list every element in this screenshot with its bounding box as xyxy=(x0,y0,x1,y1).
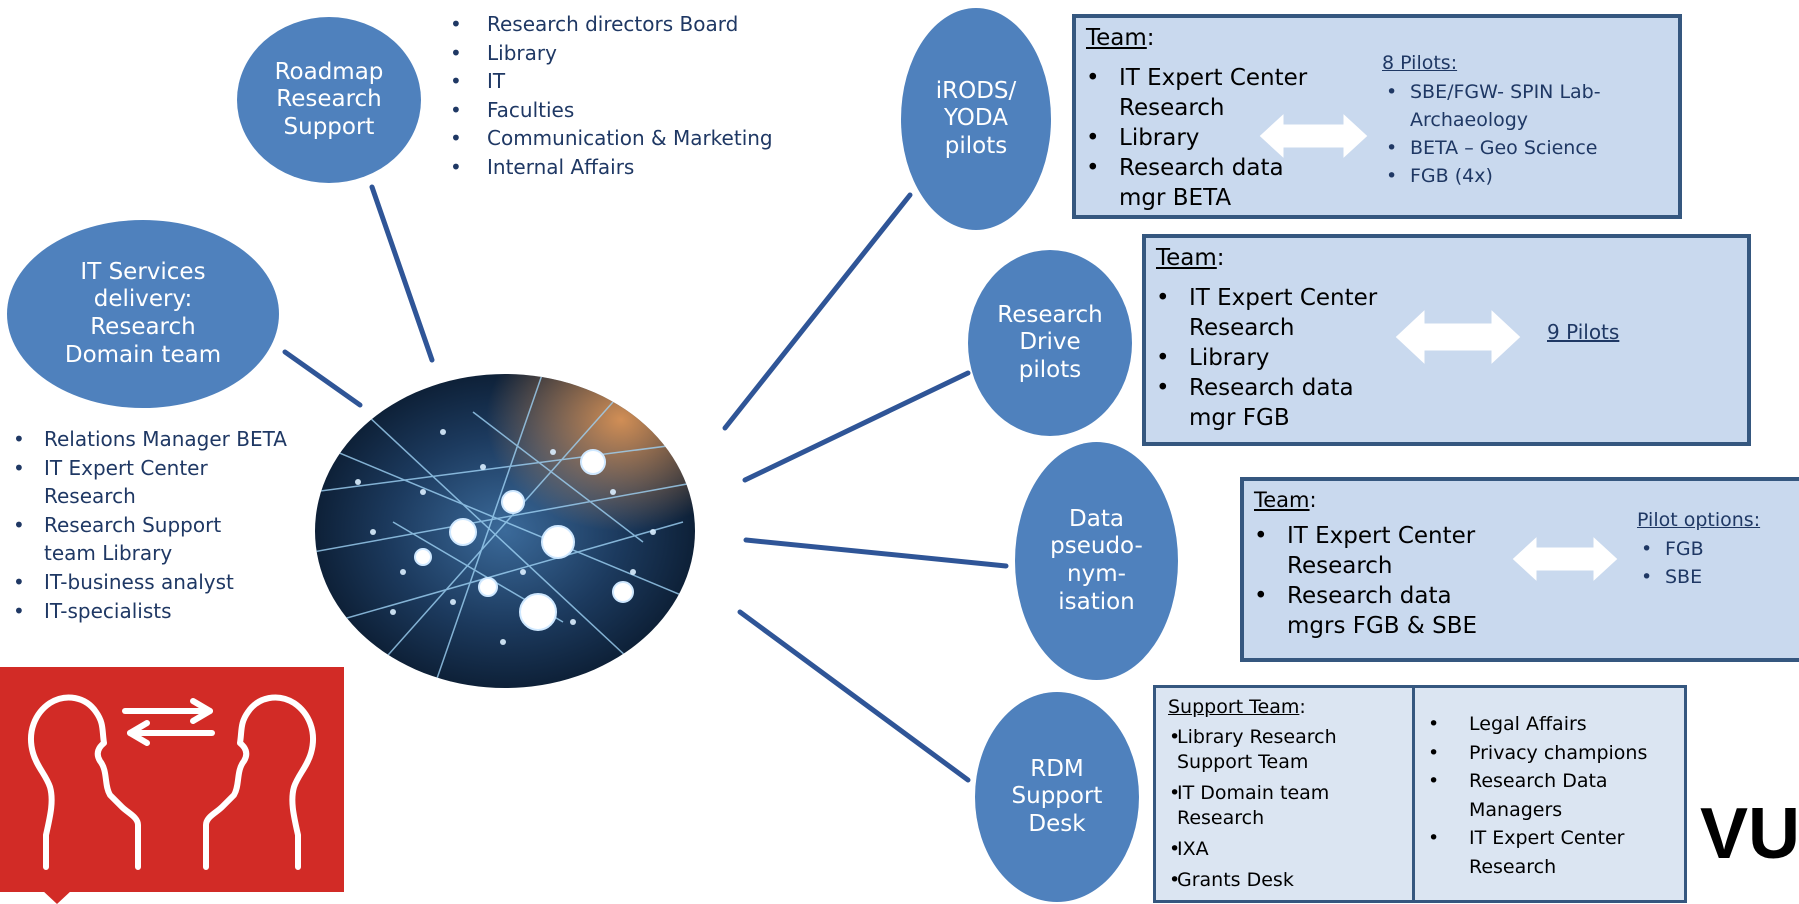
list-item: IT xyxy=(447,67,773,96)
list-item: BETA – Geo Science xyxy=(1382,134,1652,162)
pilots-heading: 8 Pilots: xyxy=(1382,52,1458,74)
list-item: Research data mgrs FGB & SBE xyxy=(1249,581,1504,641)
pseudo-team-list: IT Expert Center Research Research data … xyxy=(1249,521,1504,641)
irods-label: iRODS/ YODA pilots xyxy=(935,77,1017,159)
list-item: Internal Affairs xyxy=(447,153,773,182)
team-title: Team: xyxy=(1086,25,1155,51)
research-drive-team-box: Team: IT Expert Center Research Library … xyxy=(1142,234,1751,446)
roadmap-list: Research directors Board Library IT Facu… xyxy=(447,10,773,182)
list-item: Research Data Managers xyxy=(1423,767,1673,824)
it-services-label: IT Services delivery: Research Domain te… xyxy=(64,258,222,368)
irods-pilot-list: SBE/FGW- SPIN Lab-Archaeology BETA – Geo… xyxy=(1382,78,1652,190)
list-item: Research data mgr FGB xyxy=(1151,373,1406,433)
connector-it-services xyxy=(282,349,363,408)
list-item: Research directors Board xyxy=(447,10,773,39)
data-pseudonymisation-node: Data pseudo- nym- isation xyxy=(1015,442,1178,680)
two-heads-exchange-icon xyxy=(28,694,316,870)
list-item: Faculties xyxy=(447,96,773,125)
pseudonym-team-box: Team: IT Expert Center Research Research… xyxy=(1240,477,1799,662)
team-title: Team: xyxy=(1254,488,1317,512)
connector-roadmap xyxy=(369,184,435,363)
list-item: Library xyxy=(1081,123,1336,153)
team-title-text: Team xyxy=(1254,488,1310,512)
list-item: SBE/FGW- SPIN Lab-Archaeology xyxy=(1382,78,1652,134)
research-drive-label: Research Drive pilots xyxy=(997,301,1103,383)
research-drive-node: Research Drive pilots xyxy=(968,250,1132,436)
tile-pointer xyxy=(42,890,72,904)
team-title-text: Support Team xyxy=(1168,696,1300,718)
exchange-heads-tile xyxy=(0,667,344,892)
rdm-team-list: Library Research Support Team IT Domain … xyxy=(1164,725,1404,893)
list-item: IT Expert Center Research xyxy=(1081,63,1336,123)
rdm-label: RDM Support Desk xyxy=(1011,755,1103,837)
list-item: Communication & Marketing xyxy=(447,124,773,153)
irods-yoda-node: iRODS/ YODA pilots xyxy=(901,8,1051,230)
irods-team-box: Team: IT Expert Center Research Library … xyxy=(1072,14,1682,219)
list-item: Library xyxy=(447,39,773,68)
list-item: IT Expert Center Research xyxy=(1249,521,1504,581)
list-item: IT Domain team Research xyxy=(1164,781,1404,831)
connector-irods xyxy=(722,192,913,431)
double-arrow-icon xyxy=(1258,111,1369,161)
pseudonym-label: Data pseudo- nym- isation xyxy=(1050,505,1143,615)
pseudo-pilot-list: FGB SBE xyxy=(1637,535,1777,591)
roadmap-research-support-node: Roadmap Research Support xyxy=(237,17,421,183)
drive-team-list: IT Expert Center Research Library Resear… xyxy=(1151,283,1406,433)
list-item: SBE xyxy=(1637,563,1777,591)
team-title: Team: xyxy=(1156,245,1225,271)
list-item: IT Expert Center Research xyxy=(1151,283,1406,343)
list-item: Research data mgr BETA xyxy=(1081,153,1336,213)
vu-logo: VU xyxy=(1700,794,1799,874)
it-services-list: Relations Manager BETA IT Expert Center … xyxy=(10,425,300,625)
connector-drive xyxy=(742,370,971,483)
rdm-contacts-list: Legal Affairs Privacy champions Research… xyxy=(1423,710,1673,882)
list-item: Grants Desk xyxy=(1164,868,1404,893)
pilots-heading: Pilot options: xyxy=(1637,509,1761,531)
team-title-text: Team xyxy=(1086,25,1147,51)
connector-pseudonym xyxy=(743,537,1009,569)
team-title-text: Team xyxy=(1156,245,1217,271)
connector-rdm xyxy=(737,609,971,783)
list-item: IT-business analyst xyxy=(10,568,300,597)
list-item: IT Expert Center Research xyxy=(10,454,300,511)
list-item: FGB xyxy=(1637,535,1777,563)
double-arrow-icon xyxy=(1511,534,1619,584)
pilots-heading: 9 Pilots xyxy=(1547,320,1620,344)
network-globe-image xyxy=(315,374,695,688)
list-item: IT-specialists xyxy=(10,597,300,626)
rdm-support-team-box: Support Team: Library Research Support T… xyxy=(1153,685,1415,903)
list-item: Library Research Support Team xyxy=(1164,725,1404,775)
team-title: Support Team: xyxy=(1168,696,1306,718)
list-item: FGB (4x) xyxy=(1382,162,1652,190)
list-item: IT Expert Center Research xyxy=(1423,824,1673,881)
list-item: Library xyxy=(1151,343,1406,373)
irods-team-list: IT Expert Center Research Library Resear… xyxy=(1081,63,1336,213)
rdm-support-desk-node: RDM Support Desk xyxy=(975,692,1139,902)
roadmap-label: Roadmap Research Support xyxy=(274,58,384,140)
double-arrow-icon xyxy=(1394,307,1522,367)
list-item: Relations Manager BETA xyxy=(10,425,300,454)
rdm-contacts-box: Legal Affairs Privacy champions Research… xyxy=(1412,685,1687,903)
it-services-node: IT Services delivery: Research Domain te… xyxy=(7,220,279,408)
list-item: Legal Affairs xyxy=(1423,710,1673,739)
list-item: Privacy champions xyxy=(1423,739,1673,768)
list-item: Research Support team Library xyxy=(10,511,254,568)
list-item: IXA xyxy=(1164,837,1404,862)
